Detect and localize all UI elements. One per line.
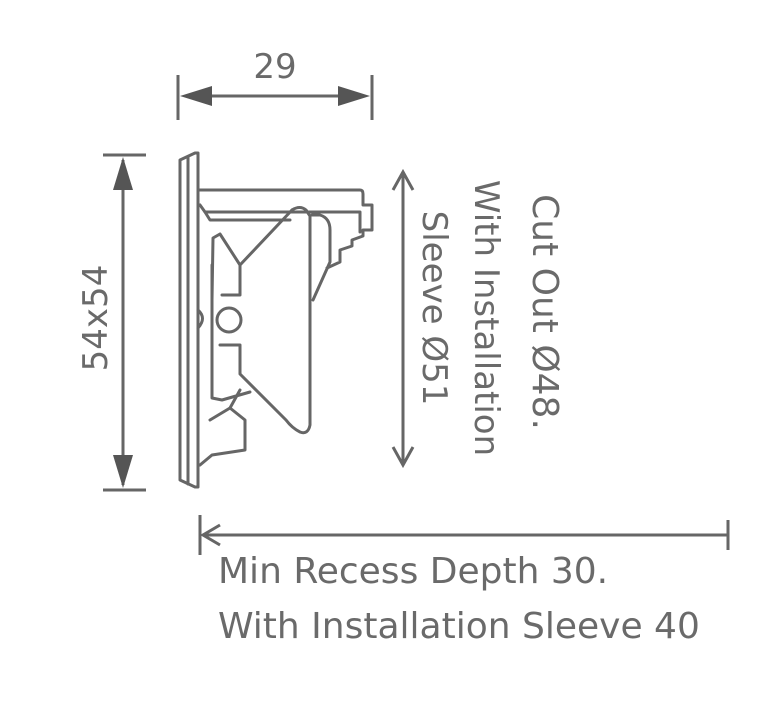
recess-label-line1: Min Recess Depth 30.	[218, 551, 608, 592]
cutout-dimension: Cut Out Ø48. With Installation Sleeve Ø5…	[391, 168, 565, 469]
cutout-label-line2: With Installation	[466, 180, 506, 456]
cutout-label-line1: Cut Out Ø48.	[524, 194, 565, 430]
height-dimension: 54x54	[76, 153, 146, 492]
width-dimension: 29	[176, 47, 374, 120]
cutout-label-line3: Sleeve Ø51	[414, 211, 454, 406]
recess-dimension: Min Recess Depth 30. With Installation S…	[198, 515, 730, 647]
height-label: 54x54	[76, 265, 116, 372]
recess-label-line2: With Installation Sleeve 40	[218, 606, 700, 647]
product-side-view	[178, 151, 374, 489]
width-label: 29	[253, 47, 296, 87]
